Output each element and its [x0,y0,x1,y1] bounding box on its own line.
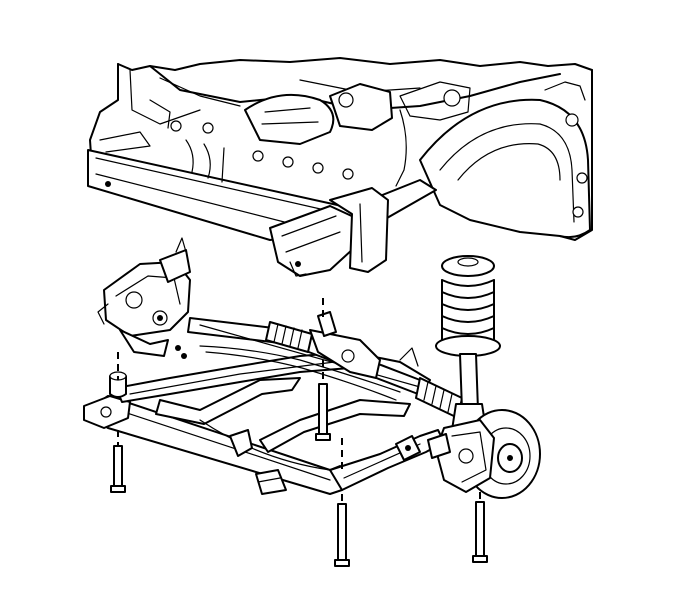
right-brake-rotor-hub [427,409,541,499]
vehicle-body-front-structure [87,57,593,277]
steering-gear-rack [175,311,463,419]
cradle-mounting-bolts [110,298,488,567]
bolt-2 [315,383,331,441]
bolt-3 [334,503,350,567]
left-knuckle-assembly [97,237,191,357]
bolt-4 [472,501,488,563]
bolt-1 [110,445,126,493]
